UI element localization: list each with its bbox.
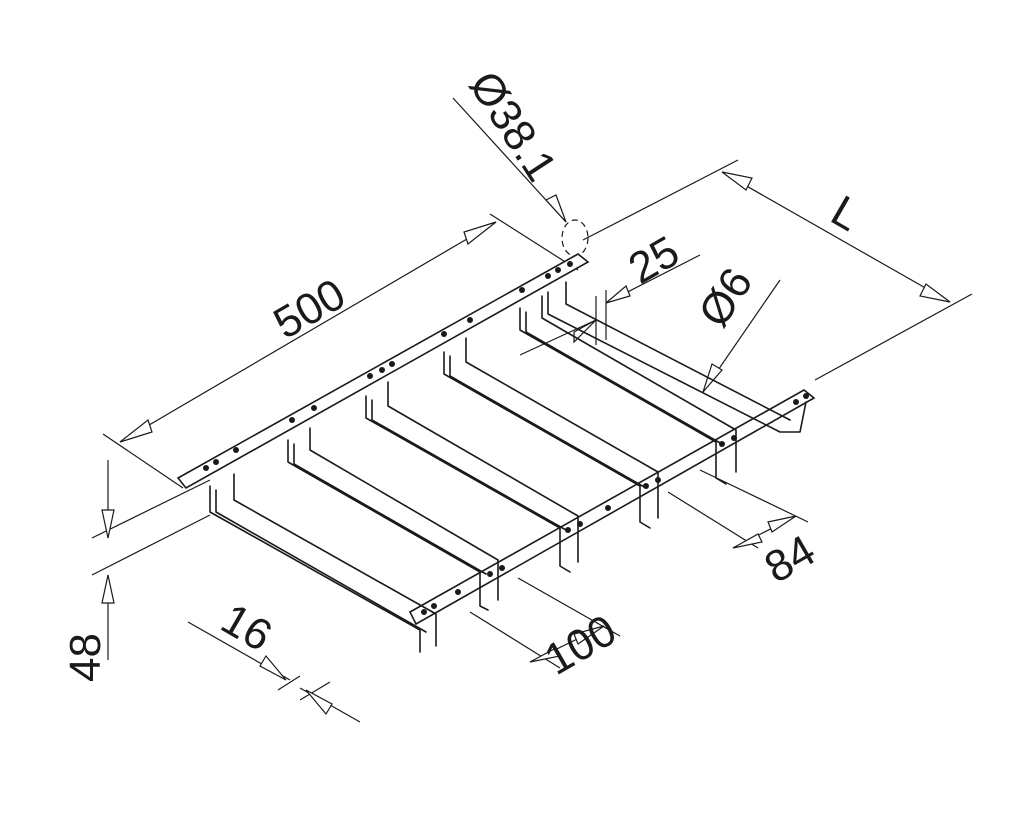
rack: [176, 253, 816, 653]
dimension-25: 25: [519, 227, 701, 356]
dimension-diameter-38: Ø38.1: [452, 63, 589, 257]
dim-label-48: 48: [61, 633, 110, 682]
wire-channel-4: [443, 337, 659, 529]
front-mounting-bar: [408, 389, 816, 626]
dim-label-500: 500: [266, 270, 354, 349]
dim-label-100: 100: [537, 606, 625, 685]
wire-channel-2: [287, 427, 499, 611]
dimension-500: 500: [102, 213, 579, 489]
wire-channel-6: [547, 281, 807, 433]
dim-label-38: Ø38.1: [460, 63, 566, 190]
dim-label-6: Ø6: [689, 260, 762, 336]
dim-label-25: 25: [621, 227, 688, 294]
dim-label-L: L: [823, 186, 869, 241]
dim-label-16: 16: [213, 594, 280, 661]
dimension-100: 100: [469, 577, 625, 685]
dimension-16: 16: [187, 594, 361, 723]
wire-channel-3: [365, 381, 579, 573]
wire-channel-5: [519, 295, 737, 485]
wire-channel-1: [209, 473, 437, 653]
dimension-48: 48: [61, 460, 211, 682]
dimension-diameter-6: Ø6: [689, 260, 781, 393]
dim-label-84: 84: [757, 526, 824, 593]
dimension-84: 84: [667, 469, 824, 593]
back-mounting-bar: [176, 253, 590, 490]
